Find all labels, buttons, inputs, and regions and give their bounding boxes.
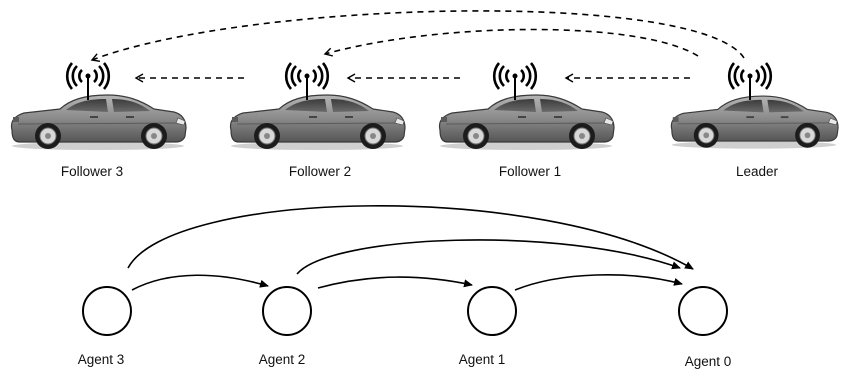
vehicle-label: Follower 3 [61,164,123,179]
antenna-signal-icon [284,61,330,102]
edge-agent2-to-agent1 [317,276,473,289]
vehicle-label: Follower 1 [499,164,561,179]
link-leader-to-follower3 [90,10,745,62]
v2v-links [90,10,745,83]
vehicle-follower-3: Follower 3 [10,61,187,179]
car-icon [670,95,839,150]
car-icon [229,94,406,151]
agent-label: Agent 2 [259,352,306,367]
agent-label: Agent 3 [78,352,125,367]
vehicle-leader: Leader [670,61,839,179]
edge-agent1-to-agent0 [514,274,683,291]
antenna-signal-icon [492,61,538,102]
edge-agent3-to-agent2 [131,274,269,291]
antenna-signal-icon [727,61,773,102]
car-icon [438,94,615,151]
agent-node-0 [678,286,728,336]
edge-agent3-to-agent0 [127,205,694,270]
car-icon [10,94,187,151]
antenna-signal-icon [65,61,111,102]
vehicle-label: Follower 2 [289,164,351,179]
agent-node-3 [82,286,132,336]
link-leader-to-follower2 [323,28,699,57]
vehicle-follower-1: Follower 1 [438,61,615,179]
agent-node-1 [467,286,517,336]
agent-label: Agent 1 [459,352,506,367]
edge-agent2-to-agent0 [296,239,681,275]
agent-graph: Agent 3 Agent 2 Agent 1 Agent 0 [78,205,732,369]
vehicle-label: Leader [736,164,779,179]
vehicle-follower-2: Follower 2 [229,61,406,179]
agent-node-2 [262,286,312,336]
agent-label: Agent 0 [685,354,732,369]
